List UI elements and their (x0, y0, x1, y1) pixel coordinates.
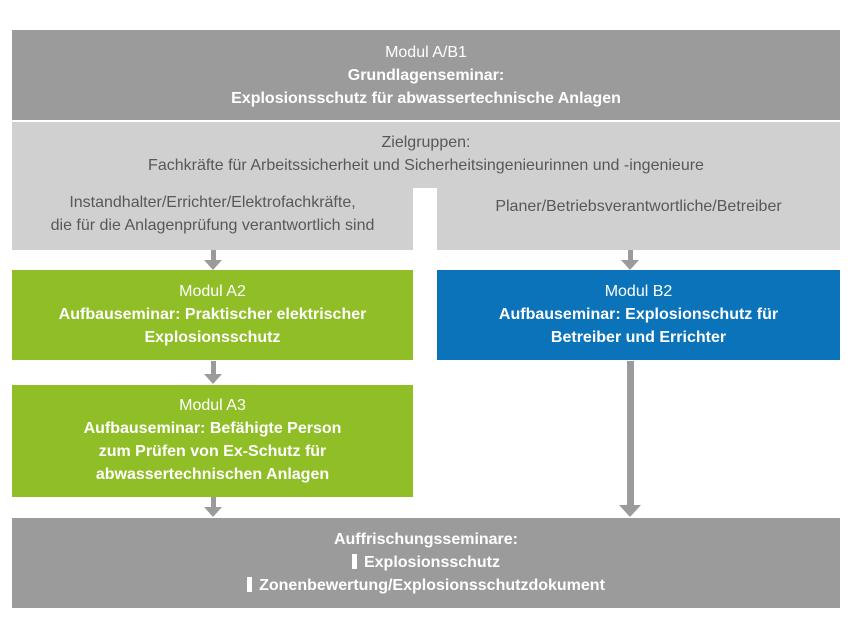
arrow-head (204, 260, 222, 270)
target-group-right-label: Planer/Betriebsverantwortliche/Betreiber (495, 198, 782, 215)
module-b2-title: Modul B2 (604, 283, 673, 300)
refresher-item: Zonenbewertung/Explosionsschutzdokument (12, 574, 840, 597)
arrow-stem (210, 250, 216, 260)
arrow-down-icon (204, 361, 222, 384)
module-ab1-topic: Explosionsschutz für abwassertechnische … (231, 90, 621, 107)
refresher-item: Explosionsschutz (12, 551, 840, 574)
arrow-down-icon (204, 250, 222, 270)
module-b2-desc-line1: Aufbauseminar: Explosionschutz für (498, 306, 779, 323)
module-a3-desc-line3: abwassertechnischen Anlagen (95, 466, 330, 483)
bullet-bar-icon (247, 577, 253, 592)
arrow-head (204, 374, 222, 384)
arrow-head (621, 260, 639, 270)
module-ab1-box: Modul A/B1 Grundlagenseminar: Explosions… (12, 30, 840, 120)
arrow-down-icon (204, 497, 222, 517)
arrow-head (204, 507, 222, 517)
bullet-bar-icon (351, 554, 357, 569)
module-a3-box: Modul A3 Aufbauseminar: Befähigte Person… (12, 385, 413, 497)
arrow-down-icon (619, 361, 641, 517)
target-group-left-line1: Instandhalter/Errichter/Elektrofachkräft… (69, 194, 356, 211)
arrow-stem (626, 361, 634, 505)
module-a3-desc-line1: Aufbauseminar: Befähigte Person (83, 420, 342, 437)
target-groups-subtitle: Fachkräfte für Arbeitssicherheit und Sic… (148, 157, 704, 174)
refresher-seminars-box: Auffrischungsseminare: Explosionsschutz … (12, 518, 840, 608)
module-a2-title: Modul A2 (179, 283, 246, 300)
module-a2-desc-line2: Explosionsschutz (144, 329, 281, 346)
target-group-right: Planer/Betriebsverantwortliche/Betreiber (437, 188, 840, 250)
arrow-down-icon (621, 250, 639, 270)
target-group-left-line2: die für die Anlagenprüfung verantwortlic… (50, 217, 375, 234)
refresher-title: Auffrischungsseminare: (333, 531, 519, 548)
module-ab1-seminar-type: Grundlagenseminar: (347, 67, 505, 84)
module-b2-box: Modul B2 Aufbauseminar: Explosionschutz … (437, 270, 840, 360)
module-ab1-title: Modul A/B1 (385, 44, 467, 61)
module-b2-desc-line2: Betreiber und Errichter (550, 329, 727, 346)
target-group-left: Instandhalter/Errichter/Elektrofachkräft… (12, 188, 413, 250)
module-a2-desc-line1: Aufbauseminar: Praktischer elektrischer (58, 306, 367, 323)
target-groups-band: Zielgruppen: Fachkräfte für Arbeitssiche… (12, 122, 840, 188)
module-a2-box: Modul A2 Aufbauseminar: Praktischer elek… (12, 270, 413, 360)
module-a3-title: Modul A3 (179, 397, 246, 414)
arrow-head (619, 505, 641, 517)
refresher-item-label: Explosionsschutz (363, 554, 501, 571)
target-groups-title: Zielgruppen: (381, 134, 471, 151)
arrow-stem (210, 361, 216, 374)
arrow-stem (627, 250, 633, 260)
module-a3-desc-line2: zum Prüfen von Ex-Schutz für (98, 443, 327, 460)
arrow-stem (210, 497, 216, 507)
refresher-item-label: Zonenbewertung/Explosionsschutzdokument (259, 577, 605, 594)
